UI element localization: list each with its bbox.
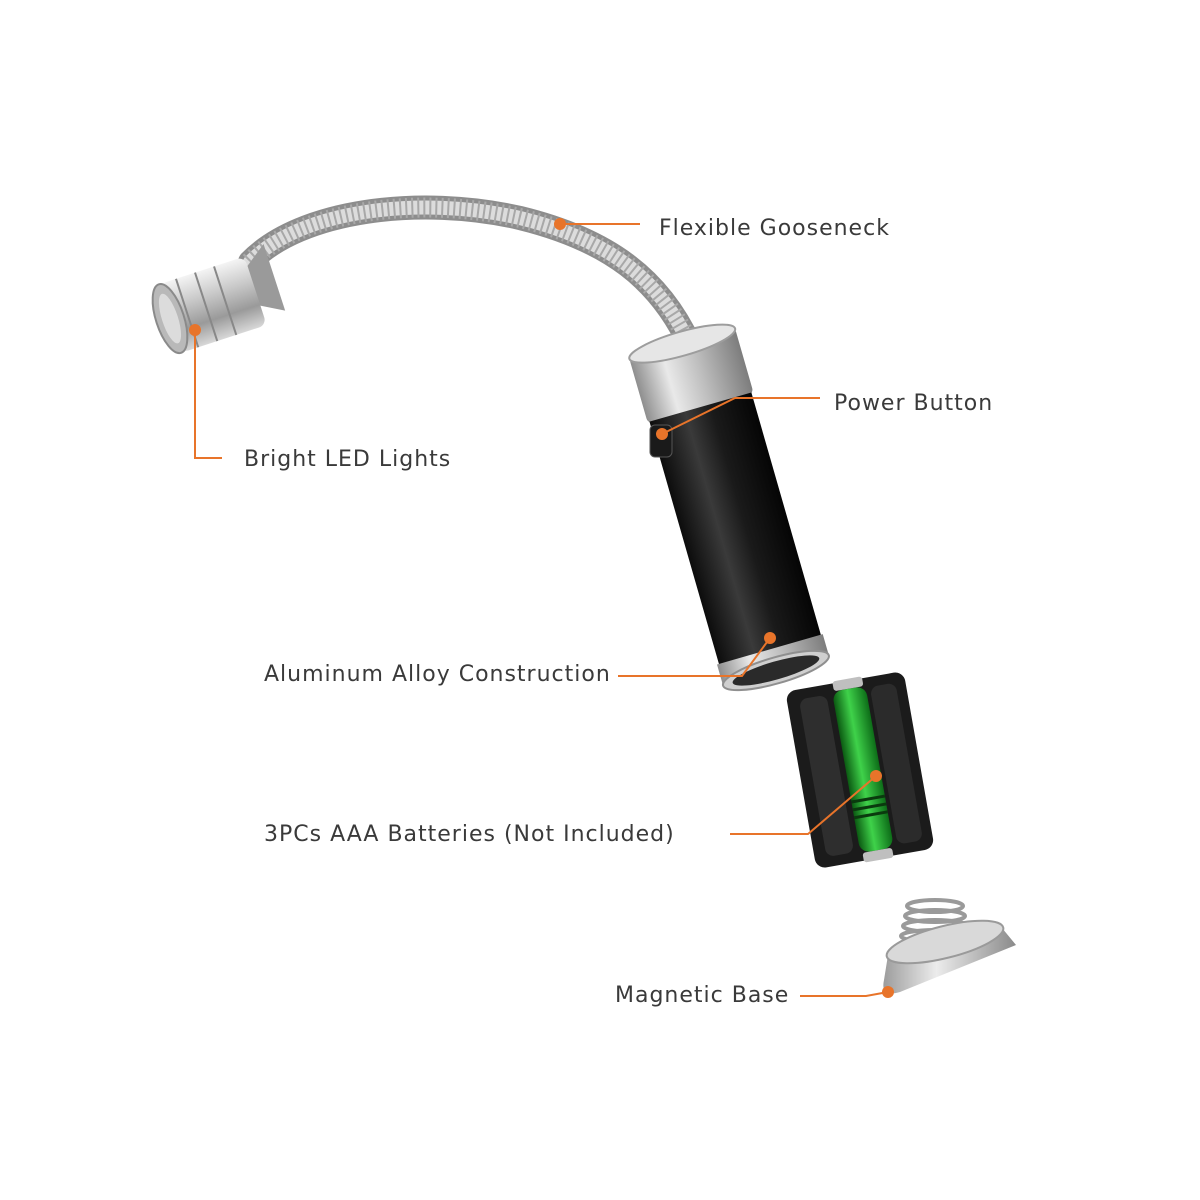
magnetic-base bbox=[883, 898, 1016, 994]
callout-gooseneck: Flexible Gooseneck bbox=[554, 216, 890, 241]
callout-aluminum: Aluminum Alloy Construction bbox=[264, 632, 776, 687]
callout-batteries: 3PCs AAA Batteries (Not Included) bbox=[264, 770, 882, 847]
label-power-button: Power Button bbox=[834, 391, 993, 416]
label-magnetic-base: Magnetic Base bbox=[615, 983, 789, 1008]
flexible-gooseneck bbox=[238, 195, 702, 357]
battery-holder bbox=[786, 672, 934, 868]
callout-power-button: Power Button bbox=[656, 391, 993, 440]
label-bright-led-lights: Bright LED Lights bbox=[244, 447, 451, 472]
label-batteries: 3PCs AAA Batteries (Not Included) bbox=[264, 822, 675, 847]
label-flexible-gooseneck: Flexible Gooseneck bbox=[659, 216, 890, 241]
led-head bbox=[151, 244, 286, 355]
callout-led: Bright LED Lights bbox=[189, 324, 451, 472]
handle bbox=[628, 323, 830, 692]
callout-base: Magnetic Base bbox=[615, 983, 894, 1008]
label-aluminum-alloy-construction: Aluminum Alloy Construction bbox=[264, 662, 611, 687]
